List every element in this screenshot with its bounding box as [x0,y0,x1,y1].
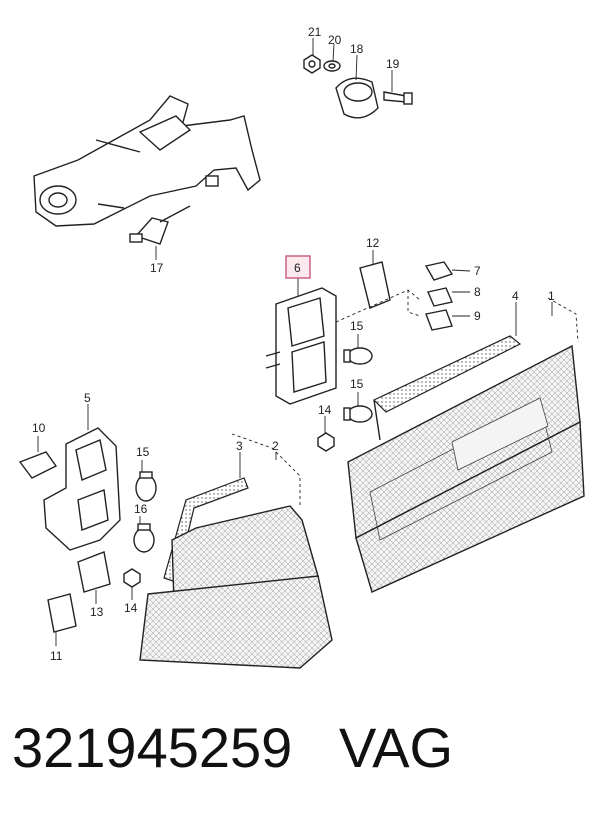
washer-20-drawing [323,43,341,72]
part-caption: 321945259 VAG [12,708,592,798]
tail-lamp-1-drawing [347,297,585,593]
callout-2: 2 [272,439,279,453]
callout-7: 7 [474,264,481,278]
bulb-15c-drawing [135,460,157,502]
callout-21: 21 [308,25,322,39]
callout-13: 13 [90,605,104,619]
callout-4: 4 [512,289,519,303]
screw-19-drawing [383,70,413,105]
connector-9-drawing [425,309,470,331]
connector-7-drawing [424,261,471,281]
callout-16: 16 [134,502,148,516]
callout-11: 11 [50,649,63,663]
callout-12: 12 [366,236,380,250]
callout-10: 10 [32,421,46,435]
callout-1: 1 [548,289,555,303]
callout-14b: 14 [124,601,138,615]
callout-8: 8 [474,285,481,299]
bulb-holder-5-drawing [43,404,121,551]
connector-12-drawing [359,250,391,309]
nut-14a-drawing [317,416,335,452]
bulb-holder-6-drawing [265,278,337,405]
nut-14b-drawing [123,568,141,600]
bracket-carrier-drawing [33,95,261,227]
callout-17: 17 [150,261,164,275]
callout-18: 18 [350,42,364,56]
callout-15a: 15 [350,319,364,333]
callout-3: 3 [236,439,243,453]
callout-20: 20 [328,33,342,47]
exploded-parts-diagram: 21 20 18 19 17 6 12 7 8 9 4 1 15 15 14 5… [18,25,585,669]
highlight-box-6 [285,255,311,279]
connector-13-drawing [77,551,111,604]
gasket-4-drawing [372,302,522,441]
callout-5: 5 [84,391,91,405]
corner-lamp-2-drawing [139,433,333,669]
bulb-16-drawing [133,516,155,553]
connector-11-drawing [47,593,77,646]
bulb-15a-drawing [343,334,373,365]
callout-19: 19 [386,57,400,71]
brand-name: VAG [339,716,454,779]
connector-8-drawing [427,287,470,307]
bulb-socket-18-drawing [335,54,379,119]
switch-17-drawing [129,205,191,260]
part-number: 321945259 [12,716,293,779]
callout-6: 6 [294,261,301,275]
callout-15c: 15 [136,445,150,459]
bulb-15b-drawing [343,392,373,423]
nut-21-drawing [303,38,321,74]
callout-15b: 15 [350,377,364,391]
callout-14a: 14 [318,403,332,417]
connector-10-drawing [18,436,58,479]
callout-9: 9 [474,309,481,323]
